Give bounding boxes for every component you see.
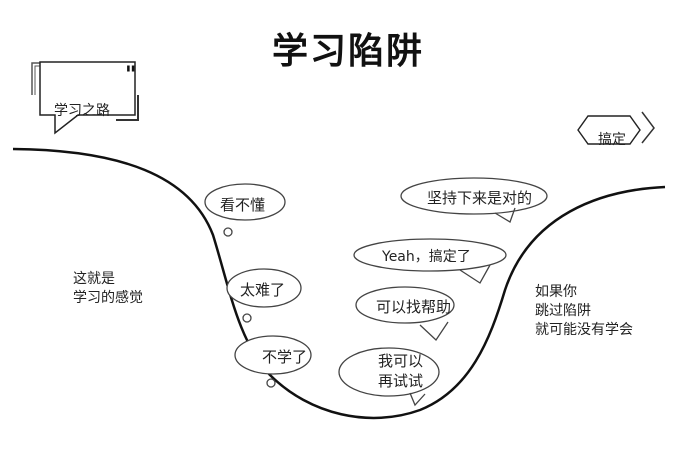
thought-ask-help: 可以找帮助: [376, 298, 452, 316]
right-note: 如果你 跳过陷阱 就可能没有学会: [535, 283, 633, 340]
right-note-line: 如果你: [535, 284, 577, 300]
svg-text:": ": [125, 63, 136, 88]
thought-give-up: 不学了: [262, 348, 308, 366]
left-note-line: 学习的感觉: [73, 290, 143, 306]
thought-persistence: 坚持下来是对的: [427, 189, 533, 207]
thought-too-hard: 太难了: [240, 281, 286, 299]
thought-got-it: Yeah，搞定了: [382, 249, 471, 265]
right-note-line: 跳过陷阱: [535, 303, 591, 319]
left-note: 这就是 学习的感觉: [73, 270, 143, 308]
thought-dont-understand: 看不懂: [220, 196, 266, 214]
end-hexagon: [577, 111, 655, 145]
left-note-line: 这就是: [73, 271, 115, 287]
end-label: 搞定: [598, 132, 626, 148]
diagram-title: 学习陷阱: [272, 31, 425, 72]
thought-retry: 我可以 再试试: [378, 351, 423, 391]
thought-retry-line: 我可以: [378, 352, 424, 370]
start-speech-box: ": [31, 61, 139, 135]
right-note-line: 就可能没有学会: [535, 322, 633, 338]
start-label: 学习之路: [54, 103, 110, 119]
learning-curve: [12, 147, 666, 420]
thought-retry-line: 再试试: [378, 372, 424, 390]
